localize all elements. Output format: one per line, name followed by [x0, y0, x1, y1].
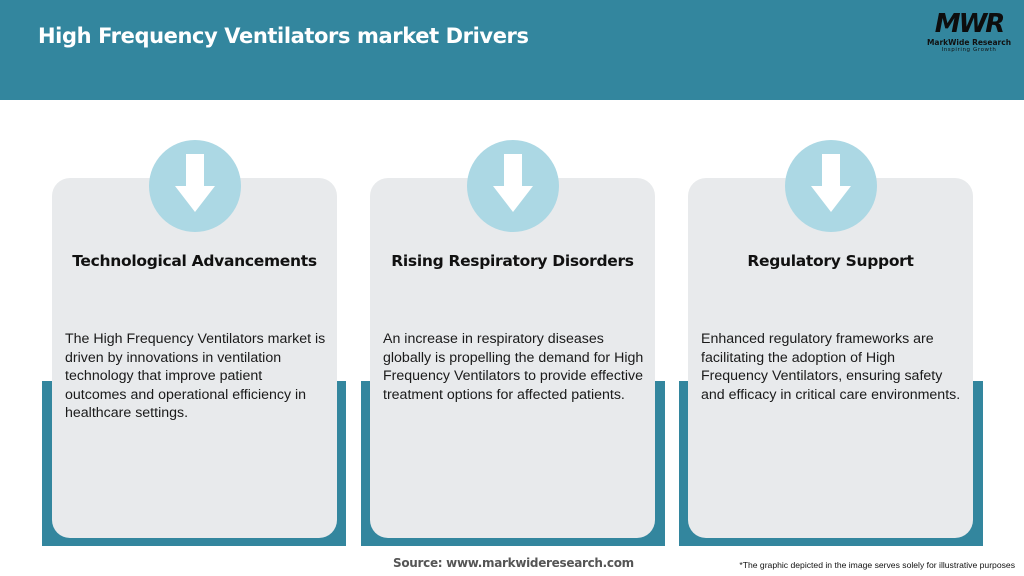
- markwide-logo: MWR MarkWide Research Inspiring Growth: [922, 10, 1016, 58]
- card-title: Technological Advancements: [72, 252, 317, 270]
- card-description: An increase in respiratory diseases glob…: [383, 331, 644, 403]
- arrow-down-icon: [492, 154, 533, 212]
- logo-mark: MWR: [934, 9, 1006, 39]
- header-banner: High Frequency Ventilators market Driver…: [0, 0, 1024, 100]
- source-credit: Source: www.markwideresearch.com: [393, 556, 634, 570]
- page-title: High Frequency Ventilators market Driver…: [38, 24, 529, 48]
- card-description: The High Frequency Ventilators market is…: [65, 331, 326, 422]
- logo-tagline: Inspiring Growth: [941, 47, 997, 53]
- disclaimer-note: *The graphic depicted in the image serve…: [739, 560, 1015, 570]
- arrow-down-icon: [174, 154, 215, 212]
- driver-card-regulatory-support: Regulatory Support Enhanced regulatory f…: [688, 140, 973, 538]
- driver-card-technological-advancements: Technological Advancements The High Freq…: [52, 140, 337, 538]
- arrow-down-icon: [810, 154, 851, 212]
- icon-circle: [466, 140, 559, 232]
- card-title: Rising Respiratory Disorders: [391, 252, 634, 270]
- icon-circle: [784, 140, 877, 232]
- driver-card-rising-respiratory-disorders: Rising Respiratory Disorders An increase…: [370, 140, 655, 538]
- card-description: Enhanced regulatory frameworks are facil…: [701, 331, 961, 403]
- icon-circle: [148, 140, 241, 232]
- card-title: Regulatory Support: [747, 252, 914, 270]
- logo-name: MarkWide Research: [926, 38, 1012, 47]
